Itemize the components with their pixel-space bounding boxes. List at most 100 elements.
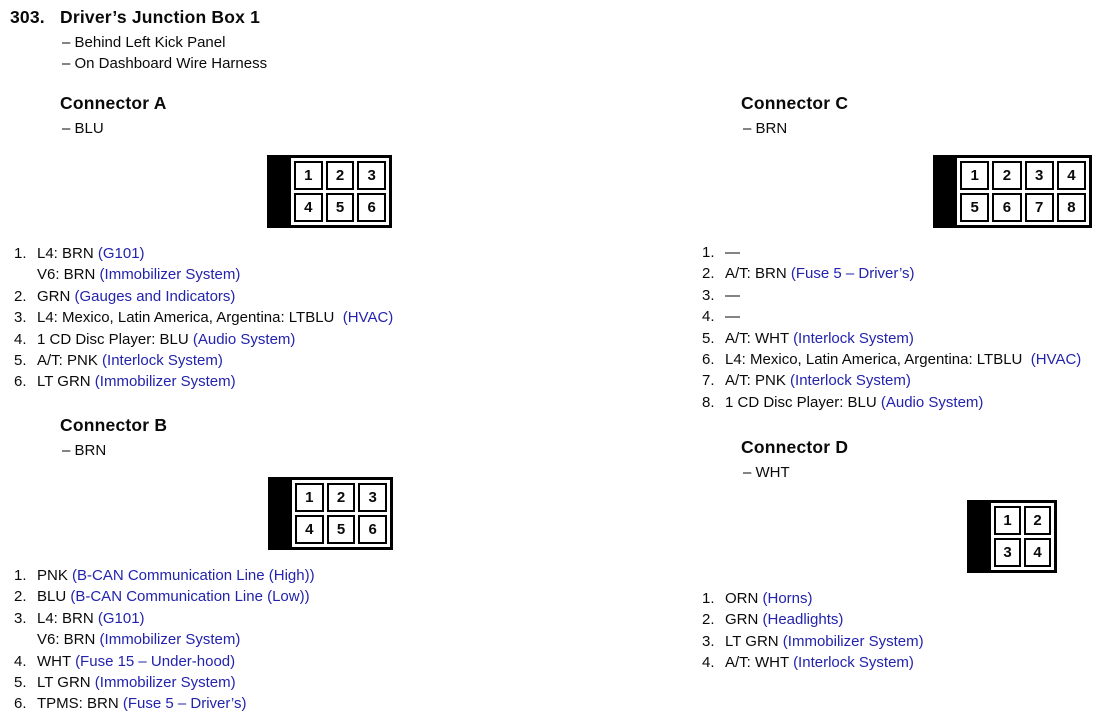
system-link[interactable]: (Audio System) [880,393,984,411]
system-link[interactable]: (Horns) [762,590,813,607]
connector-C-pin-cell-3: 3 [1024,161,1054,190]
system-link[interactable]: (Fuse 5 – Driver’s) [790,265,915,283]
pin-row: 2. A/T: BRN (Fuse 5 – Driver’s) [702,263,1081,284]
system-link[interactable]: (Interlock System) [102,352,223,370]
system-link[interactable]: (Gauges and Indicators) [74,287,236,305]
connector-B-pin-cell-5: 5 [326,515,356,544]
pin-line: ORN (Horns) [725,588,924,609]
section-number: 303. [10,7,45,27]
pin-line: LT GRN (Immobilizer System) [37,672,315,693]
system-link[interactable]: (Interlock System) [793,329,914,347]
connector-C-title: Connector C [741,93,849,113]
connector-D-pin-cell-1: 1 [994,506,1021,535]
system-link[interactable]: (G101) [97,609,145,627]
system-link[interactable]: (Immobilizer System) [782,632,924,650]
pin-text: 1 CD Disc Player: BLU (Audio System) [37,329,393,350]
system-link[interactable]: (Headlights) [762,611,844,629]
pin-number: 5. [14,674,27,692]
pin-row: 2.BLU (B-CAN Communication Line (Low)) [14,586,315,607]
pin-number: 8. [702,393,715,411]
wire-label: L4: Mexico, Latin America, Argentina: LT… [725,351,1031,369]
pin-text: A/T: PNK (Interlock System) [725,370,1081,391]
pin-text: — [725,242,1081,263]
connector-B-color-label: – BRN [62,442,107,459]
pin-line: PNK (B-CAN Communication Line (High)) [37,565,315,586]
page-title: Driver’s Junction Box 1 [60,7,261,27]
system-link[interactable]: (B-CAN Communication Line (High)) [72,567,315,584]
connector-D-pin-list: 1.ORN (Horns)2.GRN (Headlights)3.LT GRN … [702,588,924,674]
wire-label: PNK [37,567,73,584]
pin-line: TPMS: BRN (Fuse 5 – Driver’s) [37,693,315,714]
pin-row: 2.GRN (Headlights) [702,609,924,630]
pin-line: — [725,285,1081,306]
pin-line: A/T: WHT (Interlock System) [725,652,924,673]
system-link[interactable]: (Audio System) [192,330,296,348]
wire-label: A/T: BRN [725,265,791,283]
wire-label: WHT [37,652,76,670]
wire-label: TPMS: BRN [37,695,123,713]
system-link[interactable]: (HVAC) [1030,351,1082,369]
system-link[interactable]: (Immobilizer System) [99,266,241,284]
connector-A-pin-cell-3: 3 [357,161,386,190]
pin-number: 6. [14,695,27,713]
connector-key-tab [270,158,291,225]
system-link[interactable]: (B-CAN Communication Line (Low)) [70,588,310,606]
connector-B-title: Connector B [60,415,168,435]
system-link[interactable]: (Fuse 15 – Under-hood) [75,652,236,670]
pin-line: A/T: BRN (Fuse 5 – Driver’s) [725,263,1081,284]
system-link[interactable]: (G101) [97,245,145,262]
pin-line: L4: BRN (G101) [37,608,315,629]
pin-text: TPMS: BRN (Fuse 5 – Driver’s) [37,693,315,714]
pin-number: 2. [14,588,27,606]
pin-line: GRN (Gauges and Indicators) [37,286,393,307]
connector-C-pin-cell-2: 2 [992,161,1022,190]
connector-C-pin-cell-4: 4 [1056,161,1086,190]
pin-row: 1.PNK (B-CAN Communication Line (High)) [14,565,315,586]
pin-text: L4: Mexico, Latin America, Argentina: LT… [725,349,1081,370]
connector-D-pin-cell-3: 3 [994,538,1021,567]
pin-number: 2. [702,265,715,283]
system-link[interactable]: (HVAC) [342,309,394,327]
system-link[interactable]: (Immobilizer System) [94,674,236,692]
system-link[interactable]: (Immobilizer System) [99,631,241,649]
pin-line: 1 CD Disc Player: BLU (Audio System) [37,329,393,350]
pin-text: L4: BRN (G101)V6: BRN (Immobilizer Syste… [37,608,315,651]
pin-text: L4: BRN (G101)V6: BRN (Immobilizer Syste… [37,243,393,286]
pin-row: 3.LT GRN (Immobilizer System) [702,631,924,652]
pin-line: A/T: PNK (Interlock System) [725,370,1081,391]
connector-A-color-label: – BLU [62,120,104,137]
system-link[interactable]: (Fuse 5 – Driver’s) [122,695,247,713]
pin-text: ORN (Horns) [725,588,924,609]
connector-A-pin-cell-2: 2 [325,161,355,190]
pin-line: A/T: PNK (Interlock System) [37,350,393,371]
connector-D-pin-cell-4: 4 [1024,538,1051,567]
pin-line: L4: Mexico, Latin America, Argentina: LT… [37,307,393,328]
wire-label: A/T: WHT [725,329,794,347]
pin-number: 3. [14,609,27,627]
system-link[interactable]: (Immobilizer System) [94,373,236,391]
pin-text: — [725,306,1081,327]
pin-row: 5.A/T: PNK (Interlock System) [14,350,393,371]
pin-line: — [725,306,1081,327]
pin-text: GRN (Gauges and Indicators) [37,286,393,307]
connector-key-tab [970,503,991,570]
system-link[interactable]: (Interlock System) [790,372,911,390]
system-link[interactable]: (Interlock System) [793,654,914,672]
pin-row: 4.A/T: WHT (Interlock System) [702,652,924,673]
pin-number: 2. [14,287,27,305]
pin-number: 2. [702,611,715,629]
pin-line: WHT (Fuse 15 – Under-hood) [37,651,315,672]
pin-text: LT GRN (Immobilizer System) [37,672,315,693]
connector-D-pin-cell-2: 2 [1024,506,1051,535]
connector-A-pin-cell-4: 4 [294,193,323,222]
pin-line: — [725,242,1081,263]
connector-C-pin-cell-1: 1 [960,161,990,190]
pin-text: LT GRN (Immobilizer System) [725,631,924,652]
pin-row: 6. TPMS: BRN (Fuse 5 – Driver’s) [14,693,315,714]
